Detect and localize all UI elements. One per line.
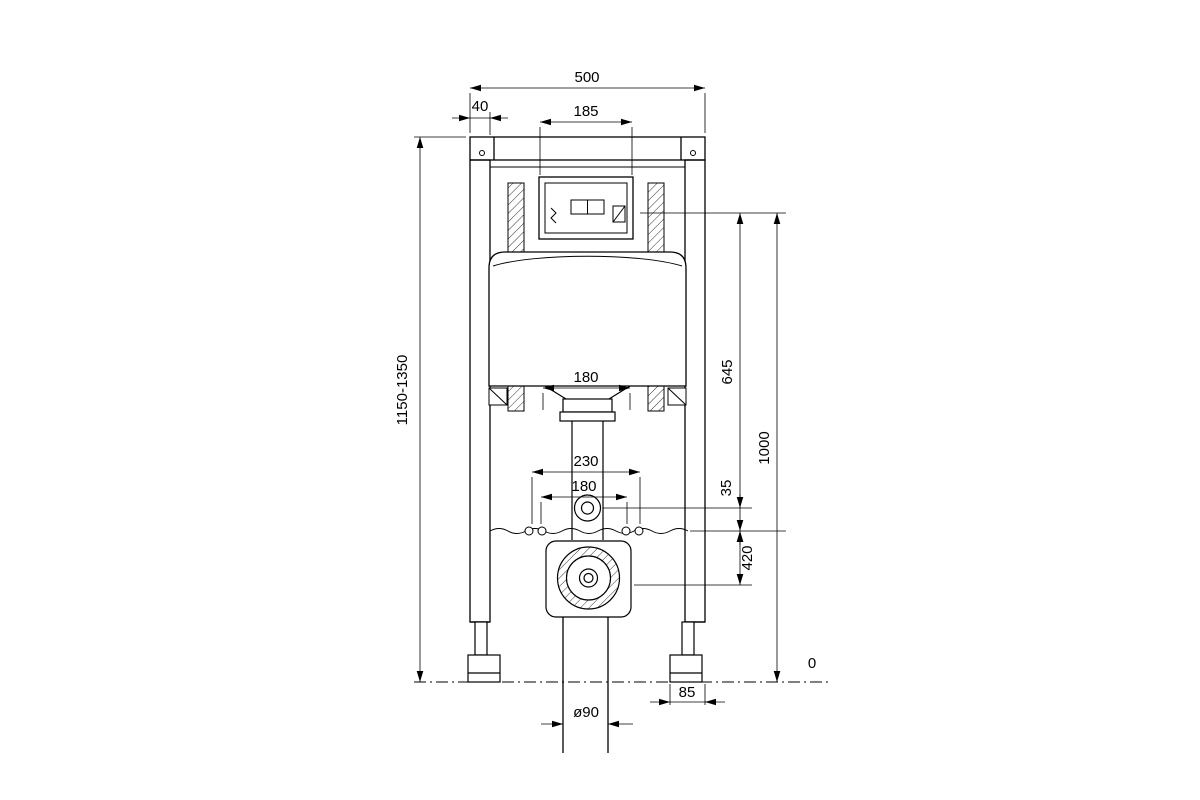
dim-drain-offset-label: 420	[739, 545, 756, 570]
drain-spigot-inner	[583, 572, 594, 584]
flush-plate-housing	[538, 176, 634, 240]
fixing-bolt-icon	[621, 526, 631, 536]
fixing-bolt-icon	[537, 526, 547, 536]
dim-frame-height-range-label: 1150-1350	[394, 355, 411, 426]
dim-outer-bolt-spacing-label: 230	[573, 453, 598, 470]
dim-side-offset-label: 40	[472, 98, 489, 115]
flush-pipe-lines	[571, 421, 604, 540]
dim-plate-height-label: 1000	[756, 431, 773, 464]
supply-elbow-inner	[580, 501, 595, 515]
cistern-tank	[488, 251, 687, 406]
valve-seat	[562, 398, 613, 413]
bend-flange	[559, 411, 616, 422]
left-rail	[469, 159, 491, 623]
left-foot	[467, 654, 501, 683]
left-leg	[474, 621, 488, 656]
top-crossbar	[469, 136, 706, 161]
tank-brackets	[488, 387, 687, 406]
drain-spigot-outer	[578, 568, 599, 588]
dim-pipe-diameter-label: ø90	[573, 704, 599, 721]
wall-fixing-line	[489, 526, 689, 536]
fixing-bolts	[524, 526, 644, 536]
fixing-bolt-icon	[634, 526, 644, 536]
drain-outlet	[545, 540, 632, 618]
top-crossbar-end-plates	[493, 137, 682, 160]
dim-total-width-label: 500	[574, 69, 599, 86]
discharge-pipe	[562, 617, 609, 753]
tank-bracket-diagonals	[488, 387, 687, 406]
frame-feet	[467, 621, 705, 683]
flush-bend	[544, 385, 631, 540]
dimension-lines	[416, 84, 781, 728]
break-line	[489, 528, 689, 534]
crossbar-hole-left-icon	[479, 150, 485, 156]
tank-top-curve	[492, 255, 683, 267]
dim-flush-plate-width-label: 185	[573, 103, 598, 120]
housing-right-diagonal	[612, 205, 626, 223]
extension-lines	[414, 93, 786, 705]
dim-valve-width-label: 180	[573, 369, 598, 386]
drain-mid-circle	[565, 555, 612, 601]
crossbar-hole-right-icon	[690, 150, 696, 156]
dim-plate-to-fixings-label: 645	[719, 359, 736, 384]
tank-body	[488, 251, 687, 387]
right-foot	[669, 654, 703, 683]
dim-inner-bolt-spacing-label: 180	[571, 478, 596, 495]
dim-supply-offset-label: 35	[718, 480, 735, 497]
floor-level-label: 0	[808, 655, 816, 672]
dim-foot-width-label: 85	[679, 684, 696, 701]
right-rail	[684, 159, 706, 623]
housing-right-detail	[612, 205, 626, 223]
housing-left-detail	[550, 207, 557, 224]
fixing-bolt-icon	[524, 526, 534, 536]
dimension-labels: 500 40 185 1150-1350 645 1000 180 230 18…	[394, 69, 816, 721]
right-leg	[681, 621, 695, 656]
discharge-pipe-lines	[562, 617, 609, 753]
